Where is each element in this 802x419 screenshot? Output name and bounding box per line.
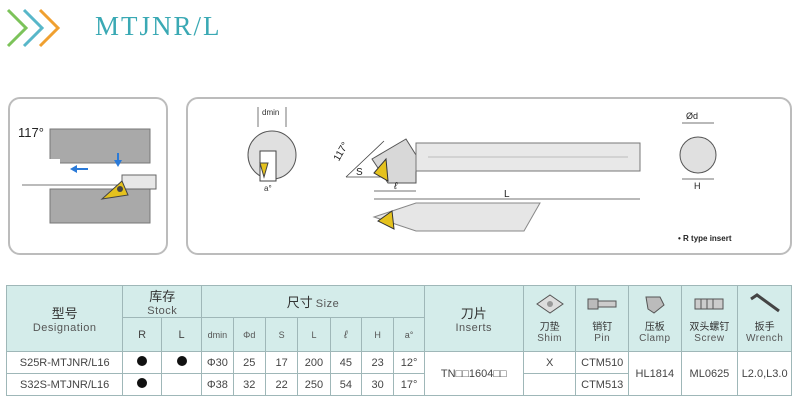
stock-r-cell xyxy=(122,373,162,396)
designation-header: 型号 Designation xyxy=(5,285,124,352)
clamp-header: 压板 Clamp xyxy=(628,285,682,352)
mid-angle-label: 117° xyxy=(332,140,352,163)
h-cell: 23 xyxy=(360,351,395,374)
page-title: MTJNR/L xyxy=(95,11,222,41)
tool-holder-drawing: dmin a° 117° S ℓ L Ød H • R type insert xyxy=(247,107,732,243)
dim-dmin-header: dmin xyxy=(201,317,234,352)
boring-operation-drawing: 117° xyxy=(16,125,157,224)
in-stock-dot-icon xyxy=(137,378,148,388)
s-cell: 22 xyxy=(264,373,299,396)
size-header: 尺寸 Size xyxy=(201,285,425,318)
clamp-icon xyxy=(645,296,665,314)
wrench-icon xyxy=(749,293,780,313)
d-cell: 25 xyxy=(232,351,266,374)
stock-l-header: L xyxy=(160,317,203,352)
designation-cell: S25R-MTJNR/L16 xyxy=(5,351,124,374)
angle-label: 117° xyxy=(18,125,44,140)
s-cell: 17 xyxy=(264,351,299,374)
stock-r-cell xyxy=(122,351,162,374)
stock-l-cell xyxy=(160,373,203,396)
table-row: S32S-MTJNR/L16 Φ38 32 22 250 54 30 17° C… xyxy=(5,373,792,396)
a-angle-label: a° xyxy=(264,184,272,193)
boring-diagram-panel: 117° xyxy=(8,97,168,255)
dmin-cell: Φ38 xyxy=(201,373,234,396)
pin-icon xyxy=(587,298,617,310)
screw-icon xyxy=(694,298,724,310)
l-small-label: ℓ xyxy=(393,181,398,192)
dim-s-header: S xyxy=(264,317,299,352)
L-cell: 250 xyxy=(297,373,331,396)
dim-L-header: L xyxy=(297,317,331,352)
l-cell: 45 xyxy=(329,351,363,374)
dim-a-header: a° xyxy=(393,317,425,352)
pin-cell: CTM510 xyxy=(575,351,630,374)
wrench-header: 扳手 Wrench xyxy=(737,285,792,352)
tool-dimension-panel: dmin a° 117° S ℓ L Ød H • R type insert xyxy=(186,97,792,255)
l-cell: 54 xyxy=(329,373,363,396)
dmin-label: dmin xyxy=(262,108,279,117)
in-stock-dot-icon xyxy=(176,356,187,366)
a-cell: 12° xyxy=(393,351,425,374)
L-label: L xyxy=(504,189,510,200)
od-label: Ød xyxy=(686,111,698,121)
chevron-arrows-icon xyxy=(6,8,61,48)
dim-h-header: H xyxy=(360,317,395,352)
in-stock-dot-icon xyxy=(137,356,148,366)
inserts-header: 刀片 Inserts xyxy=(423,285,524,352)
pin-cell: CTM513 xyxy=(575,373,630,396)
screw-header: 双头螺钉 Screw xyxy=(680,285,739,352)
dmin-cell: Φ30 xyxy=(201,351,234,374)
L-cell: 200 xyxy=(297,351,331,374)
table-row: S25R-MTJNR/L16 Φ30 25 17 200 45 23 12° T… xyxy=(5,351,792,396)
wrench-cell: L2.0,L3.0 xyxy=(737,351,792,396)
h-label: H xyxy=(694,181,701,191)
shim-cell: X xyxy=(522,351,577,374)
stock-r-header: R xyxy=(122,317,162,352)
d-cell: 32 xyxy=(232,373,266,396)
a-cell: 17° xyxy=(393,373,425,396)
stock-header: 库存 Stock xyxy=(122,285,203,318)
page-header: MTJNR/L xyxy=(0,0,802,56)
shim-cell xyxy=(522,373,577,396)
screw-cell: ML0625 xyxy=(680,351,739,396)
stock-l-cell xyxy=(160,351,203,374)
clamp-cell: HL1814 xyxy=(628,351,682,396)
insert-code-cell: TN□□1604□□ xyxy=(423,351,524,396)
r-type-note: • R type insert xyxy=(678,234,732,243)
s-label: S xyxy=(356,167,363,178)
shim-header: 刀垫 Shim xyxy=(522,285,577,352)
pin-header: 销钉 Pin xyxy=(575,285,630,352)
shim-icon xyxy=(535,294,564,314)
designation-cell: S32S-MTJNR/L16 xyxy=(5,373,124,396)
specification-table: 型号 Designation 库存 Stock 尺寸 Size 刀片 Inser… xyxy=(5,285,792,396)
dim-d-header: Φd xyxy=(232,317,266,352)
h-cell: 30 xyxy=(360,373,395,396)
dim-l-header: ℓ xyxy=(329,317,363,352)
